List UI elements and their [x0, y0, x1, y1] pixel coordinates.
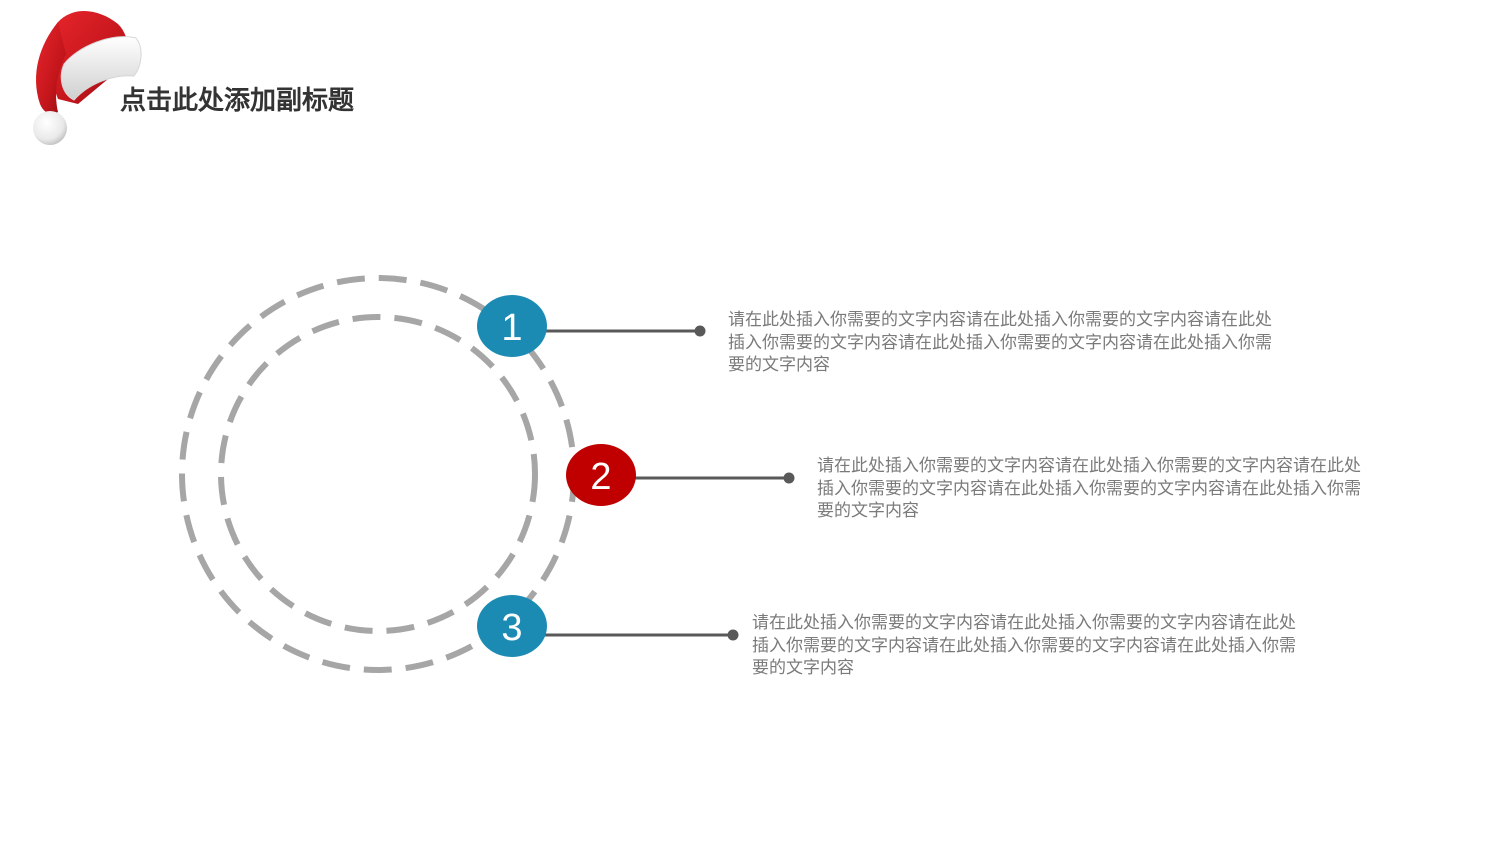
inner-dashed-ring — [218, 314, 538, 634]
node-3-number: 3 — [501, 607, 522, 649]
node-2: 2 — [566, 444, 636, 506]
node-1: 1 — [477, 295, 547, 357]
santa-hat-icon — [33, 10, 142, 145]
slide-subtitle[interactable]: 点击此处添加副标题 — [120, 86, 355, 116]
node-2-circle — [566, 444, 636, 506]
connector-dot-3 — [727, 629, 739, 641]
node-3: 3 — [477, 595, 547, 657]
item-1-text[interactable]: 请在此处插入你需要的文字内容请在此处插入你需要的文字内容请在此处插入你需要的文字… — [728, 310, 1272, 375]
item-3-text[interactable]: 请在此处插入你需要的文字内容请在此处插入你需要的文字内容请在此处插入你需要的文字… — [752, 613, 1296, 678]
item-2-text[interactable]: 请在此处插入你需要的文字内容请在此处插入你需要的文字内容请在此处插入你需要的文字… — [817, 456, 1361, 521]
node-1-number: 1 — [501, 307, 522, 349]
node-1-circle — [477, 295, 547, 357]
connector-dot-2 — [783, 472, 795, 484]
node-3-circle — [477, 595, 547, 657]
node-2-number: 2 — [590, 456, 611, 498]
connector-dot-1 — [694, 325, 706, 337]
